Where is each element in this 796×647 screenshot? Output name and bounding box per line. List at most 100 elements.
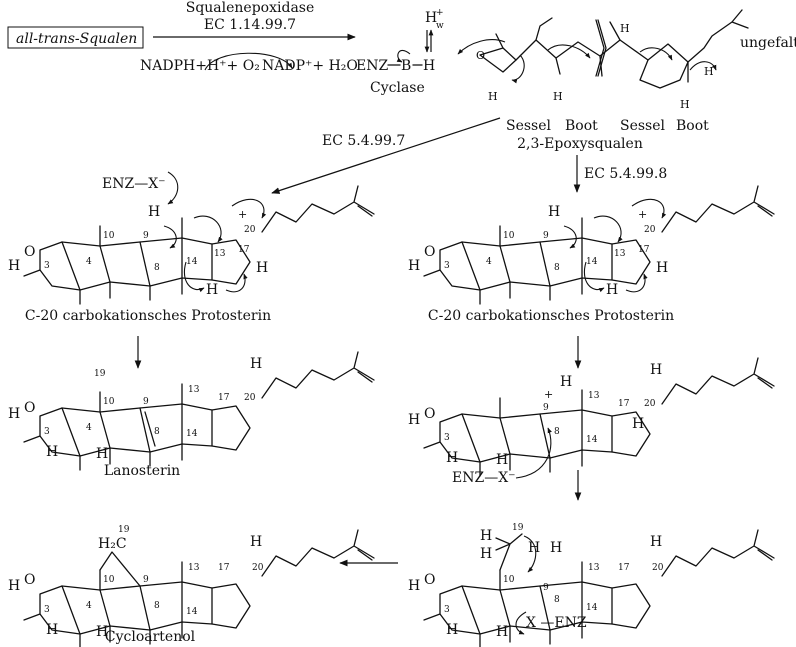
svg-text:H: H — [650, 534, 662, 550]
cyclase-base: B — [401, 58, 411, 74]
svg-text:H: H — [680, 98, 690, 111]
svg-text:4: 4 — [86, 257, 92, 267]
svg-text:17: 17 — [638, 245, 650, 255]
lanosterin-label: Lanosterin — [104, 463, 180, 479]
svg-text:9: 9 — [143, 397, 149, 407]
enz-x-left: ENZ—X⁻ — [102, 176, 166, 192]
svg-text:13: 13 — [614, 249, 626, 259]
cycloartenol-label: Cycloartenol — [105, 629, 196, 645]
water-proton: H — [425, 10, 437, 26]
conformation-sessel-2: Sessel — [620, 118, 666, 134]
svg-text:O: O — [424, 244, 435, 260]
svg-text:H: H — [8, 578, 20, 594]
svg-text:H: H — [620, 22, 630, 35]
svg-text:17: 17 — [218, 393, 230, 403]
svg-text:19: 19 — [512, 523, 524, 533]
svg-text:3: 3 — [444, 605, 450, 615]
svg-text:H: H — [46, 622, 58, 638]
svg-text:14: 14 — [586, 435, 598, 445]
protosterin-right-label: C-20 carbokationsches Protosterin — [428, 308, 674, 324]
svg-text:13: 13 — [188, 385, 200, 395]
svg-text:H: H — [704, 65, 714, 78]
svg-text:3: 3 — [44, 261, 50, 271]
svg-text:O: O — [424, 572, 435, 588]
svg-text:17: 17 — [618, 563, 630, 573]
svg-text:8: 8 — [554, 263, 560, 273]
svg-text:10: 10 — [103, 397, 115, 407]
svg-text:10: 10 — [103, 231, 115, 241]
svg-text:O: O — [424, 406, 435, 422]
svg-text:+: + — [436, 8, 444, 18]
svg-text:H: H — [446, 450, 458, 466]
svg-text:H: H — [650, 362, 662, 378]
svg-text:O: O — [24, 244, 35, 260]
svg-text:13: 13 — [214, 249, 226, 259]
svg-text:H: H — [656, 260, 668, 276]
svg-text:9: 9 — [543, 231, 549, 241]
protosterin-left: H O 10 9 13 17 20 3 4 8 14 + H H H — [8, 185, 375, 305]
epoxysqualen-structure: O H H H H H — [476, 9, 749, 111]
protosterin-right: H O 10 9 13 17 20 3 4 8 14 + H H H — [408, 185, 775, 305]
svg-text:+: + — [638, 208, 647, 221]
svg-text:10: 10 — [503, 575, 515, 585]
lanosterin-structure: H O 19 10 9 13 17 20 3 4 8 14 H H H — [8, 351, 375, 471]
svg-text:H: H — [46, 444, 58, 460]
svg-text:H: H — [632, 416, 644, 432]
epoxysqualen-label: 2,3-Epoxysqualen — [517, 136, 643, 152]
x-enz-label: X —ENZ — [526, 615, 587, 631]
svg-text:H: H — [606, 282, 618, 298]
svg-text:H: H — [496, 624, 508, 640]
svg-text:H: H — [488, 90, 498, 103]
svg-text:O: O — [24, 400, 35, 416]
svg-text:w: w — [436, 21, 444, 31]
ungefaltet-label: ungefaltet — [740, 35, 796, 51]
svg-text:H: H — [408, 258, 420, 274]
svg-text:20: 20 — [644, 225, 656, 235]
svg-text:4: 4 — [486, 257, 492, 267]
svg-text:8: 8 — [154, 263, 160, 273]
svg-text:H: H — [550, 540, 562, 556]
svg-text:H: H — [96, 624, 108, 640]
svg-text:13: 13 — [588, 391, 600, 401]
svg-text:H: H — [480, 546, 492, 562]
svg-text:H: H — [8, 406, 20, 422]
svg-text:8: 8 — [554, 595, 560, 605]
start-compound-label: all-trans-Squalen — [16, 31, 137, 47]
svg-text:+: + — [544, 388, 553, 401]
svg-text:14: 14 — [586, 257, 598, 267]
c19-deprotonation-intermediate: H O H H 19 10 9 13 17 20 3 8 14 H H H H … — [408, 523, 775, 647]
svg-text:H: H — [148, 204, 160, 220]
svg-text:H: H — [96, 446, 108, 462]
svg-text:H: H — [496, 452, 508, 468]
c9-cation-intermediate: H O 9 + 13 17 20 3 8 14 H H H H H — [408, 357, 775, 477]
enzyme1-ec: EC 1.14.99.7 — [204, 17, 296, 33]
svg-text:8: 8 — [154, 427, 160, 437]
svg-text:H: H — [256, 260, 268, 276]
svg-text:19: 19 — [118, 525, 130, 535]
svg-text:3: 3 — [44, 427, 50, 437]
svg-text:9: 9 — [143, 231, 149, 241]
protosterin-left-label: C-20 carbokationsches Protosterin — [25, 308, 271, 324]
conformation-sessel-1: Sessel — [506, 118, 552, 134]
svg-text:H: H — [250, 356, 262, 372]
conformation-boot-2: Boot — [676, 118, 709, 134]
svg-text:17: 17 — [238, 245, 250, 255]
svg-text:8: 8 — [554, 427, 560, 437]
svg-text:13: 13 — [588, 563, 600, 573]
svg-text:H: H — [8, 258, 20, 274]
ec-left: EC 5.4.99.7 — [322, 133, 405, 149]
svg-text:H: H — [408, 412, 420, 428]
enzyme1-name: Squalenepoxidase — [186, 0, 315, 16]
svg-text:20: 20 — [244, 225, 256, 235]
svg-text:9: 9 — [543, 403, 549, 413]
svg-text:9: 9 — [143, 575, 149, 585]
svg-text:14: 14 — [186, 257, 198, 267]
ec-right: EC 5.4.99.8 — [584, 166, 667, 182]
svg-text:4: 4 — [86, 423, 92, 433]
svg-text:20: 20 — [252, 563, 264, 573]
svg-text:H: H — [553, 90, 563, 103]
svg-text:14: 14 — [186, 429, 198, 439]
cyclase-label: Cyclase — [370, 80, 425, 96]
